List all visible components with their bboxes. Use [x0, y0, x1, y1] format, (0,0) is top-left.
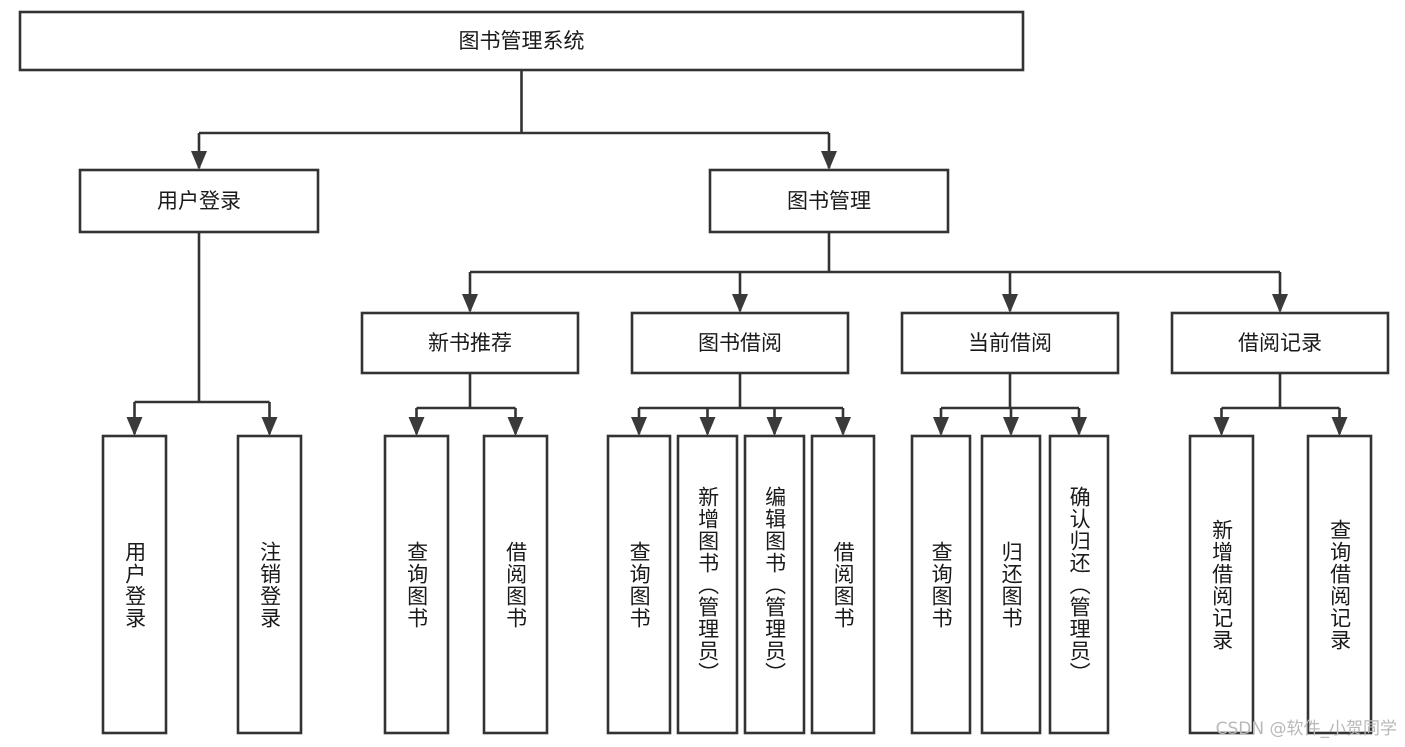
csdn-watermark: CSDN @软件_小贺同学 — [1215, 719, 1397, 739]
arrow-head-level3-2 — [1002, 294, 1018, 313]
arrow-head-current-2 — [1071, 417, 1087, 436]
node-label-level3-1: 图书借阅 — [698, 331, 782, 355]
arrow-head-newbook-0 — [408, 417, 425, 436]
arrow-head-level3-3 — [1272, 294, 1288, 313]
node-box-root[interactable] — [18, 10, 1025, 72]
arrow-head-current-0 — [933, 417, 949, 436]
leaf-box-0[interactable] — [101, 434, 168, 735]
arrow-head-record-0 — [1213, 417, 1230, 436]
node-label-level3-2: 当前借阅 — [968, 331, 1052, 355]
arrow-head-current-1 — [1003, 417, 1019, 436]
node-label-level3-3: 借阅记录 — [1238, 331, 1322, 355]
node-box-level2-1[interactable] — [708, 168, 950, 234]
node-box-level2-0[interactable] — [78, 168, 320, 234]
arrow-head-level3-0 — [462, 294, 478, 313]
leaf-box-3[interactable] — [482, 434, 549, 735]
node-label-level3-0: 新书推荐 — [428, 331, 512, 355]
leaf-box-5[interactable] — [676, 434, 739, 735]
leaf-box-9[interactable] — [980, 434, 1042, 735]
node-box-level3-1[interactable] — [630, 311, 850, 375]
leaf-box-12[interactable] — [1306, 434, 1373, 735]
connectors-layer — [126, 70, 1348, 436]
node-label-root: 图书管理系统 — [459, 29, 585, 53]
arrow-head-level2-1 — [821, 151, 837, 170]
arrow-head-borrow-0 — [631, 417, 647, 436]
arrow-head-record-1 — [1331, 417, 1348, 436]
node-box-level3-0[interactable] — [360, 311, 580, 375]
node-label-level2-0: 用户登录 — [157, 189, 241, 213]
arrow-head-user-leaf-0 — [126, 417, 143, 436]
arrow-head-user-leaf-1 — [261, 417, 278, 436]
boxes-layer — [18, 10, 1390, 735]
arrow-head-newbook-1 — [507, 417, 524, 436]
leaf-box-4[interactable] — [606, 434, 672, 735]
node-box-level3-2[interactable] — [900, 311, 1120, 375]
arrow-head-borrow-3 — [835, 417, 851, 436]
leaf-box-2[interactable] — [383, 434, 450, 735]
leaf-box-8[interactable] — [910, 434, 972, 735]
leaf-box-7[interactable] — [810, 434, 876, 735]
node-box-level3-3[interactable] — [1170, 311, 1390, 375]
arrow-head-borrow-2 — [766, 417, 783, 436]
node-label-level2-1: 图书管理 — [787, 189, 871, 213]
arrow-head-borrow-1 — [699, 417, 716, 436]
arrow-head-level3-1 — [732, 294, 748, 313]
leaf-box-10[interactable] — [1048, 434, 1110, 735]
arrow-head-level2-0 — [191, 151, 207, 170]
leaf-box-6[interactable] — [743, 434, 806, 735]
leaf-box-11[interactable] — [1188, 434, 1255, 735]
leaf-box-1[interactable] — [236, 434, 303, 735]
